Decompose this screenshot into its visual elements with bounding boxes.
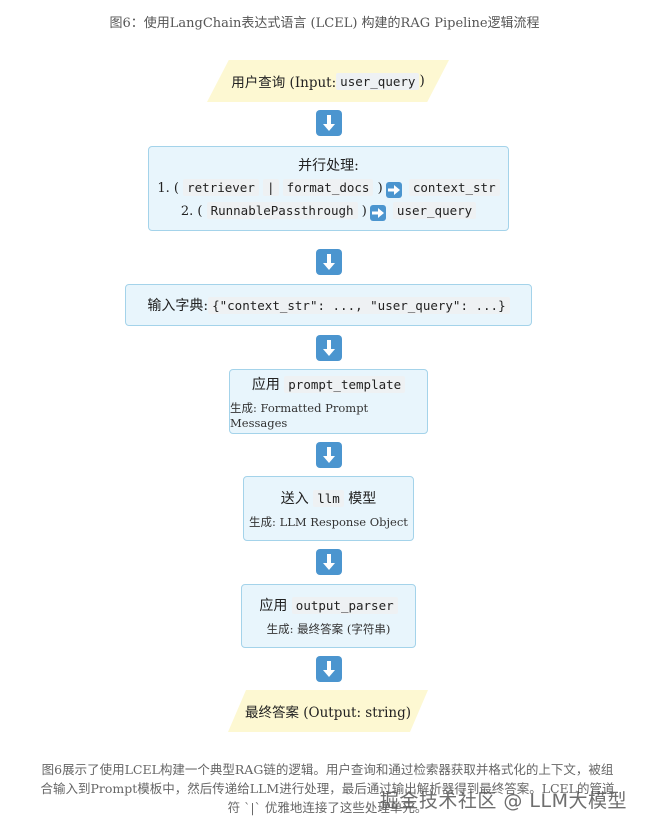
parser-prefix: 应用 <box>259 598 292 614</box>
line1-format-docs: format_docs <box>282 178 374 196</box>
input-prefix: 用户查询 (Input: <box>231 75 337 91</box>
line1-context-str: context_str <box>408 178 500 196</box>
input-suffix: ) <box>419 73 425 89</box>
input-dict-node: 输入字典: {"context_str": ..., "user_query":… <box>125 284 532 326</box>
parser-line: 应用 output_parser <box>259 595 398 615</box>
output-node: 最终答案 (Output: string) <box>228 690 428 732</box>
parallel-line-2: 2. ( RunnablePassthrough ) user_query <box>180 200 477 223</box>
prompt-code: prompt_template <box>284 375 406 393</box>
down-arrow-icon <box>316 442 342 468</box>
llm-prefix: 送入 <box>280 490 314 507</box>
down-arrow-icon <box>316 110 342 136</box>
parallel-heading: 并行处理: <box>298 157 359 174</box>
figure-caption: 图6展示了使用LCEL构建一个典型RAG链的逻辑。用户查询和通过检索器获取并格式… <box>30 760 625 817</box>
line2-user-query: user_query <box>392 201 477 219</box>
llm-sub: 生成: LLM Response Object <box>249 514 408 529</box>
line1-num: 1. ( <box>157 180 179 196</box>
right-arrow-icon <box>385 181 402 198</box>
line2-close: ) <box>361 203 367 219</box>
dict-label: 输入字典: <box>147 298 209 314</box>
watermark: 掘金技术社区 @ LLM大模型 <box>379 790 627 812</box>
llm-suffix: 模型 <box>343 490 377 507</box>
prompt-prefix: 应用 <box>251 376 285 393</box>
down-arrow-icon <box>316 249 342 275</box>
down-arrow-icon <box>316 335 342 361</box>
output-text: 最终答案 (Output: string) <box>244 705 412 721</box>
parallel-line-1: 1. ( retriever | format_docs ) context_s… <box>157 177 500 200</box>
prompt-line: 应用 prompt_template <box>251 374 406 394</box>
parser-sub: 生成: 最终答案 (字符串) <box>266 622 391 636</box>
line1-close: ) <box>377 180 383 196</box>
line2-passthrough: RunnablePassthrough <box>206 201 358 219</box>
caption-line-3: 符 `|` 优雅地连接了这些处理单元。 <box>227 800 428 815</box>
line1-retriever: retriever <box>183 178 259 196</box>
input-node: 用户查询 (Input: user_query) <box>207 60 449 102</box>
input-code: user_query <box>336 72 420 90</box>
llm-node: 送入 llm 模型 生成: LLM Response Object <box>243 476 414 541</box>
caption-line-2: 合输入到Prompt模板中，然后传递给LLM进行处理，最后通过输出解析器得到最终… <box>40 781 615 796</box>
parser-code: output_parser <box>291 597 398 614</box>
figure-title: 图6：使用LangChain表达式语言 (LCEL) 构建的RAG Pipeli… <box>109 16 540 31</box>
line1-pipe: | <box>263 178 279 196</box>
line2-num: 2. ( <box>180 203 203 219</box>
llm-line: 送入 llm 模型 <box>281 488 376 508</box>
right-arrow-icon <box>369 204 386 221</box>
down-arrow-icon <box>316 656 342 682</box>
caption-line-1: 图6展示了使用LCEL构建一个典型RAG链的逻辑。用户查询和通过检索器获取并格式… <box>41 762 614 777</box>
prompt-node: 应用 prompt_template 生成: Formatted Prompt … <box>229 369 428 434</box>
parser-node: 应用 output_parser 生成: 最终答案 (字符串) <box>241 584 416 648</box>
down-arrow-icon <box>316 549 342 575</box>
parallel-node: 并行处理: 1. ( retriever | format_docs ) con… <box>148 146 509 231</box>
dict-code: {"context_str": ..., "user_query": ...} <box>208 296 510 314</box>
llm-code: llm <box>313 489 344 507</box>
prompt-sub: 生成: Formatted Prompt Messages <box>230 400 369 430</box>
